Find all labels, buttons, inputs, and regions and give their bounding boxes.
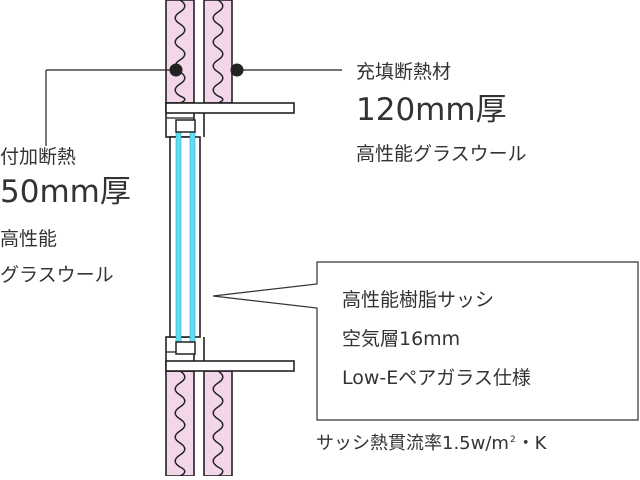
sash-u-value-note: サッシ熱貫流率1.5w/m2・K [316, 433, 547, 454]
outer-insulation-upper [165, 0, 195, 104]
add-insulation-title: 付加断熱 [0, 146, 77, 168]
glazing-unit-frame [169, 136, 201, 338]
fill-insulation-material: 高性能グラスウール [356, 143, 527, 165]
fill-insulation-title: 充填断熱材 [356, 61, 452, 83]
sash-spec-line-1: 高性能樹脂サッシ [342, 289, 495, 311]
inner-insulation-lower [203, 370, 233, 477]
upper-sill-board [165, 102, 295, 114]
leader-dot-icon [169, 63, 183, 77]
top-spacer [175, 119, 196, 133]
leader-dot-icon [230, 63, 244, 77]
inner-insulation-upper [203, 0, 233, 104]
add-insulation-thickness: 50mm厚 [0, 174, 131, 210]
lower-sill-board [165, 360, 295, 372]
glass-pane-inner [189, 127, 196, 355]
add-insulation-material-2: グラスウール [0, 264, 114, 286]
outer-insulation-lower [165, 370, 195, 477]
sash-callout-bubble [212, 261, 639, 421]
sash-spec-line-2: 空気層16mm [342, 328, 461, 350]
fill-insulation-thickness: 120mm厚 [356, 92, 507, 128]
sash-spec-line-3: Low-Eペアガラス仕様 [342, 367, 531, 389]
glass-pane-outer [175, 127, 182, 355]
insulation-wave-icon [174, 0, 224, 477]
add-insulation-material-1: 高性能 [0, 228, 58, 250]
bottom-spacer [175, 341, 196, 355]
